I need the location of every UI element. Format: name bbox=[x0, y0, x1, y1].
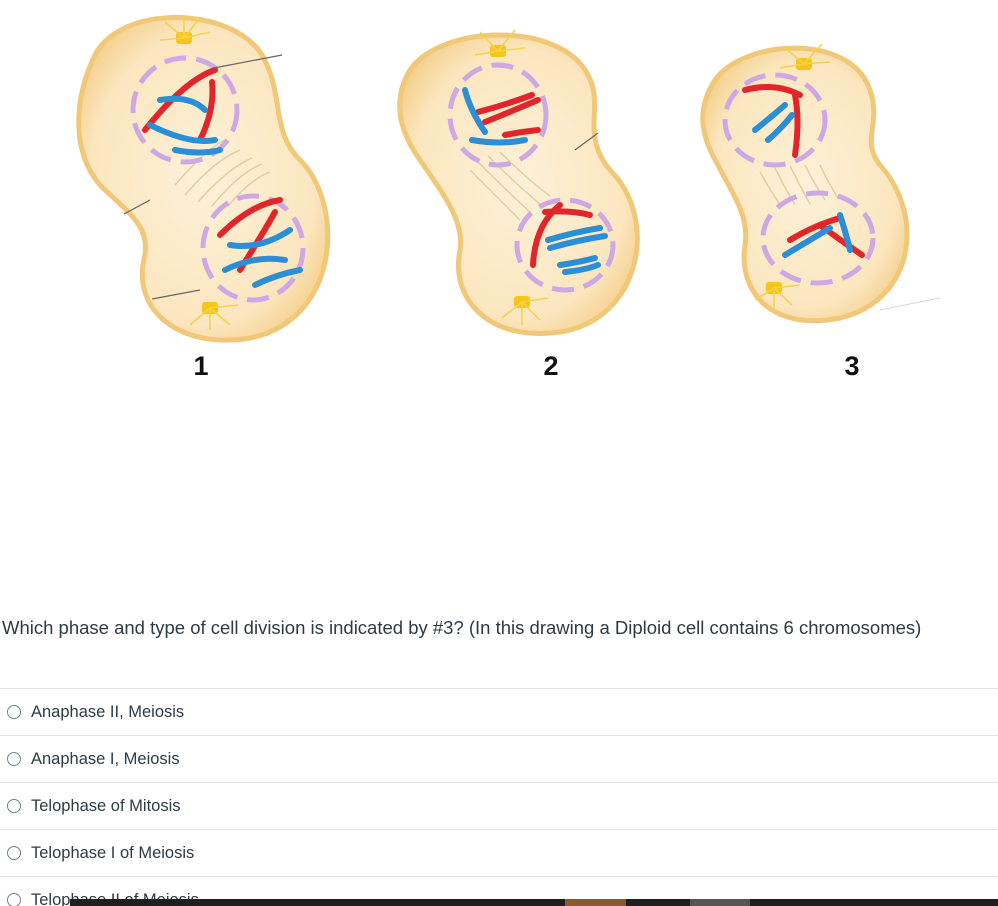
toolbar-segment bbox=[565, 899, 626, 906]
toolbar-segment bbox=[690, 899, 750, 906]
cell-label-1: 1 bbox=[193, 351, 208, 381]
answer-label: Telophase I of Meiosis bbox=[31, 843, 195, 862]
bottom-toolbar-strip bbox=[70, 899, 998, 906]
cell-1-drawing bbox=[76, 15, 331, 343]
cell-division-figure: 1 bbox=[76, 15, 941, 381]
answer-label: Anaphase I, Meiosis bbox=[31, 749, 180, 768]
answer-option-3[interactable]: Telophase of Mitosis bbox=[0, 782, 998, 829]
radio-button-icon[interactable] bbox=[7, 752, 21, 766]
radio-button-icon[interactable] bbox=[7, 893, 21, 906]
radio-button-icon[interactable] bbox=[7, 705, 21, 719]
answer-option-4[interactable]: Telophase I of Meiosis bbox=[0, 829, 998, 876]
answer-option-2[interactable]: Anaphase I, Meiosis bbox=[0, 735, 998, 782]
radio-button-icon[interactable] bbox=[7, 846, 21, 860]
answer-list: Anaphase II, Meiosis Anaphase I, Meiosis… bbox=[0, 688, 998, 906]
question-text: Which phase and type of cell division is… bbox=[2, 617, 922, 638]
cell-2-drawing bbox=[397, 29, 640, 336]
cell-label-3: 3 bbox=[844, 351, 859, 381]
answer-option-1[interactable]: Anaphase II, Meiosis bbox=[0, 688, 998, 735]
answer-label: Telophase of Mitosis bbox=[31, 796, 181, 815]
answer-label: Anaphase II, Meiosis bbox=[31, 702, 185, 721]
cell-3-drawing bbox=[700, 43, 941, 324]
cell-label-2: 2 bbox=[543, 351, 558, 381]
radio-button-icon[interactable] bbox=[7, 799, 21, 813]
